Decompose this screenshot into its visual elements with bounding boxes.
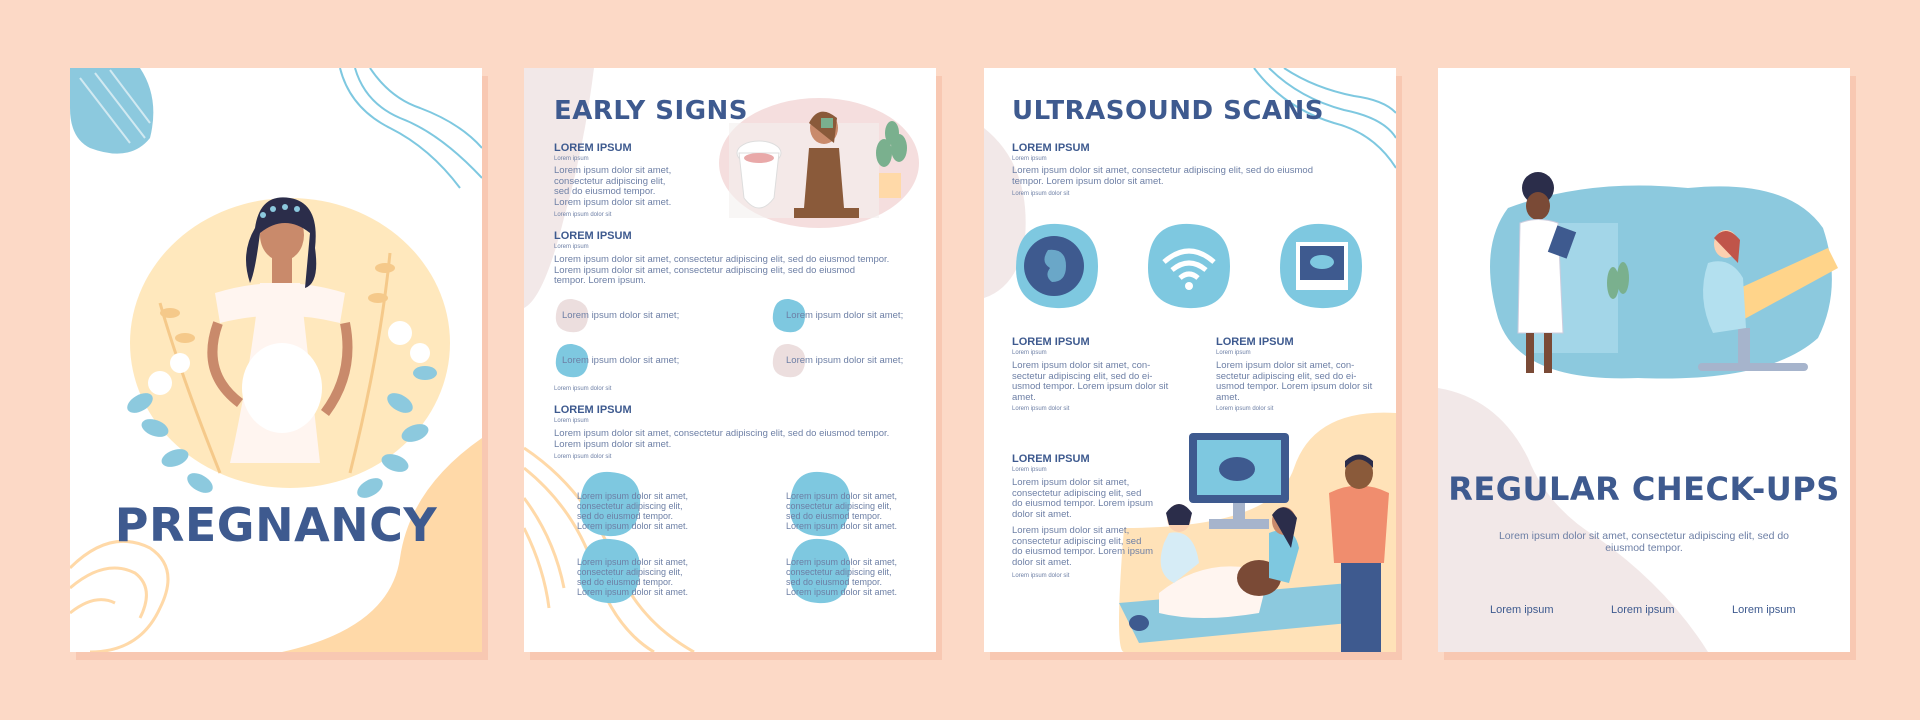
footer-link[interactable]: Lorem ipsum (1732, 604, 1796, 616)
bullet-text: Lorem ipsum dolor sit amet; (786, 310, 904, 321)
section-subheading: Lorem ipsum (554, 244, 589, 250)
ultrasound-photo-icon (1280, 223, 1362, 309)
fetus-icon (1016, 223, 1098, 309)
section-body: Lorem ipsum dolor sit amet,consectetur a… (1012, 477, 1153, 520)
section-subheading: Lorem ipsum (1012, 467, 1047, 473)
bullet-blob (772, 298, 806, 333)
footer-link[interactable]: Lorem ipsum (1490, 604, 1554, 616)
section-body: Lorem ipsum dolor sit amet,consectetur a… (1012, 525, 1153, 568)
section-subheading: Lorem ipsum (554, 156, 589, 162)
section-footnote: Lorem ipsum dolor sit (554, 454, 612, 460)
section-subheading: Lorem ipsum (1216, 350, 1251, 356)
info-blob (579, 471, 641, 537)
info-blob (789, 538, 851, 604)
bullet-blob (555, 298, 589, 333)
section-footnote: Lorem ipsum dolor sit (554, 212, 612, 218)
section-footnote: Lorem ipsum dolor sit (1012, 573, 1070, 579)
section-heading: LOREM IPSUM (1012, 142, 1090, 154)
page1-decoration (70, 68, 482, 652)
page-title: REGULAR CHECK-UPS (1448, 470, 1840, 508)
bullet-blob (555, 343, 589, 378)
section-body: Lorem ipsum dolor sit amet, con-sectetur… (1216, 360, 1373, 403)
section-heading: LOREM IPSUM (554, 230, 632, 242)
page-title: ULTRASOUND SCANS (1012, 96, 1325, 126)
info-blob (789, 471, 851, 537)
section-heading: LOREM IPSUM (554, 142, 632, 154)
section-footnote: Lorem ipsum dolor sit (1012, 191, 1070, 197)
bullets-footnote: Lorem ipsum dolor sit (554, 386, 612, 392)
ultrasound-scan-illustration (1119, 433, 1389, 652)
section-heading: LOREM IPSUM (1012, 336, 1090, 348)
bullet-blob (772, 343, 806, 378)
footer-link[interactable]: Lorem ipsum (1611, 604, 1675, 616)
page-title: PREGNANCY (114, 498, 438, 552)
bullet-text: Lorem ipsum dolor sit amet; (562, 310, 680, 321)
page-title: EARLY SIGNS (554, 96, 749, 126)
section-footnote: Lorem ipsum dolor sit (1216, 406, 1274, 412)
section-subheading: Lorem ipsum (1012, 156, 1047, 162)
info-text: Lorem ipsum dolor sit amet,consectetur a… (786, 557, 898, 597)
page4-decoration (1438, 388, 1708, 652)
bullet-text: Lorem ipsum dolor sit amet; (786, 355, 904, 366)
section-body: Lorem ipsum dolor sit amet, consectetur … (554, 254, 890, 286)
section-body: Lorem ipsum dolor sit amet, consectetur … (554, 428, 890, 450)
brochure-page-early-signs: EARLY SIGNS LOREM IPSUM Lorem ipsum Lore… (524, 68, 936, 652)
section-heading: LOREM IPSUM (1012, 453, 1090, 465)
brochure-page-pregnancy: PREGNANCY (70, 68, 482, 652)
section-body: Lorem ipsum dolor sit amet, con-sectetur… (1012, 360, 1169, 403)
pregnant-woman-illustration (127, 197, 450, 498)
bullet-text: Lorem ipsum dolor sit amet; (562, 355, 680, 366)
doctor-checkup-illustration (1490, 172, 1838, 379)
section-footnote: Lorem ipsum dolor sit (1012, 406, 1070, 412)
page-body: Lorem ipsum dolor sit amet, consectetur … (1498, 530, 1790, 554)
section-heading: LOREM IPSUM (554, 404, 632, 416)
nausea-woman-illustration (719, 98, 919, 228)
section-subheading: Lorem ipsum (1012, 350, 1047, 356)
wifi-icon (1148, 223, 1230, 309)
info-text: Lorem ipsum dolor sit amet,consectetur a… (577, 491, 689, 531)
section-body: Lorem ipsum dolor sit amet, consectetur … (1012, 165, 1313, 187)
section-body: Lorem ipsum dolor sit amet,consectetur a… (554, 165, 672, 208)
info-text: Lorem ipsum dolor sit amet,consectetur a… (786, 491, 898, 531)
brochure-page-ultrasound-scans: ULTRASOUND SCANS LOREM IPSUM Lorem ipsum… (984, 68, 1396, 652)
info-text: Lorem ipsum dolor sit amet,consectetur a… (577, 557, 689, 597)
brochure-page-regular-check-ups: REGULAR CHECK-UPS Lorem ipsum dolor sit … (1438, 68, 1850, 652)
section-heading: LOREM IPSUM (1216, 336, 1294, 348)
info-blob (579, 538, 641, 604)
section-subheading: Lorem ipsum (554, 418, 589, 424)
